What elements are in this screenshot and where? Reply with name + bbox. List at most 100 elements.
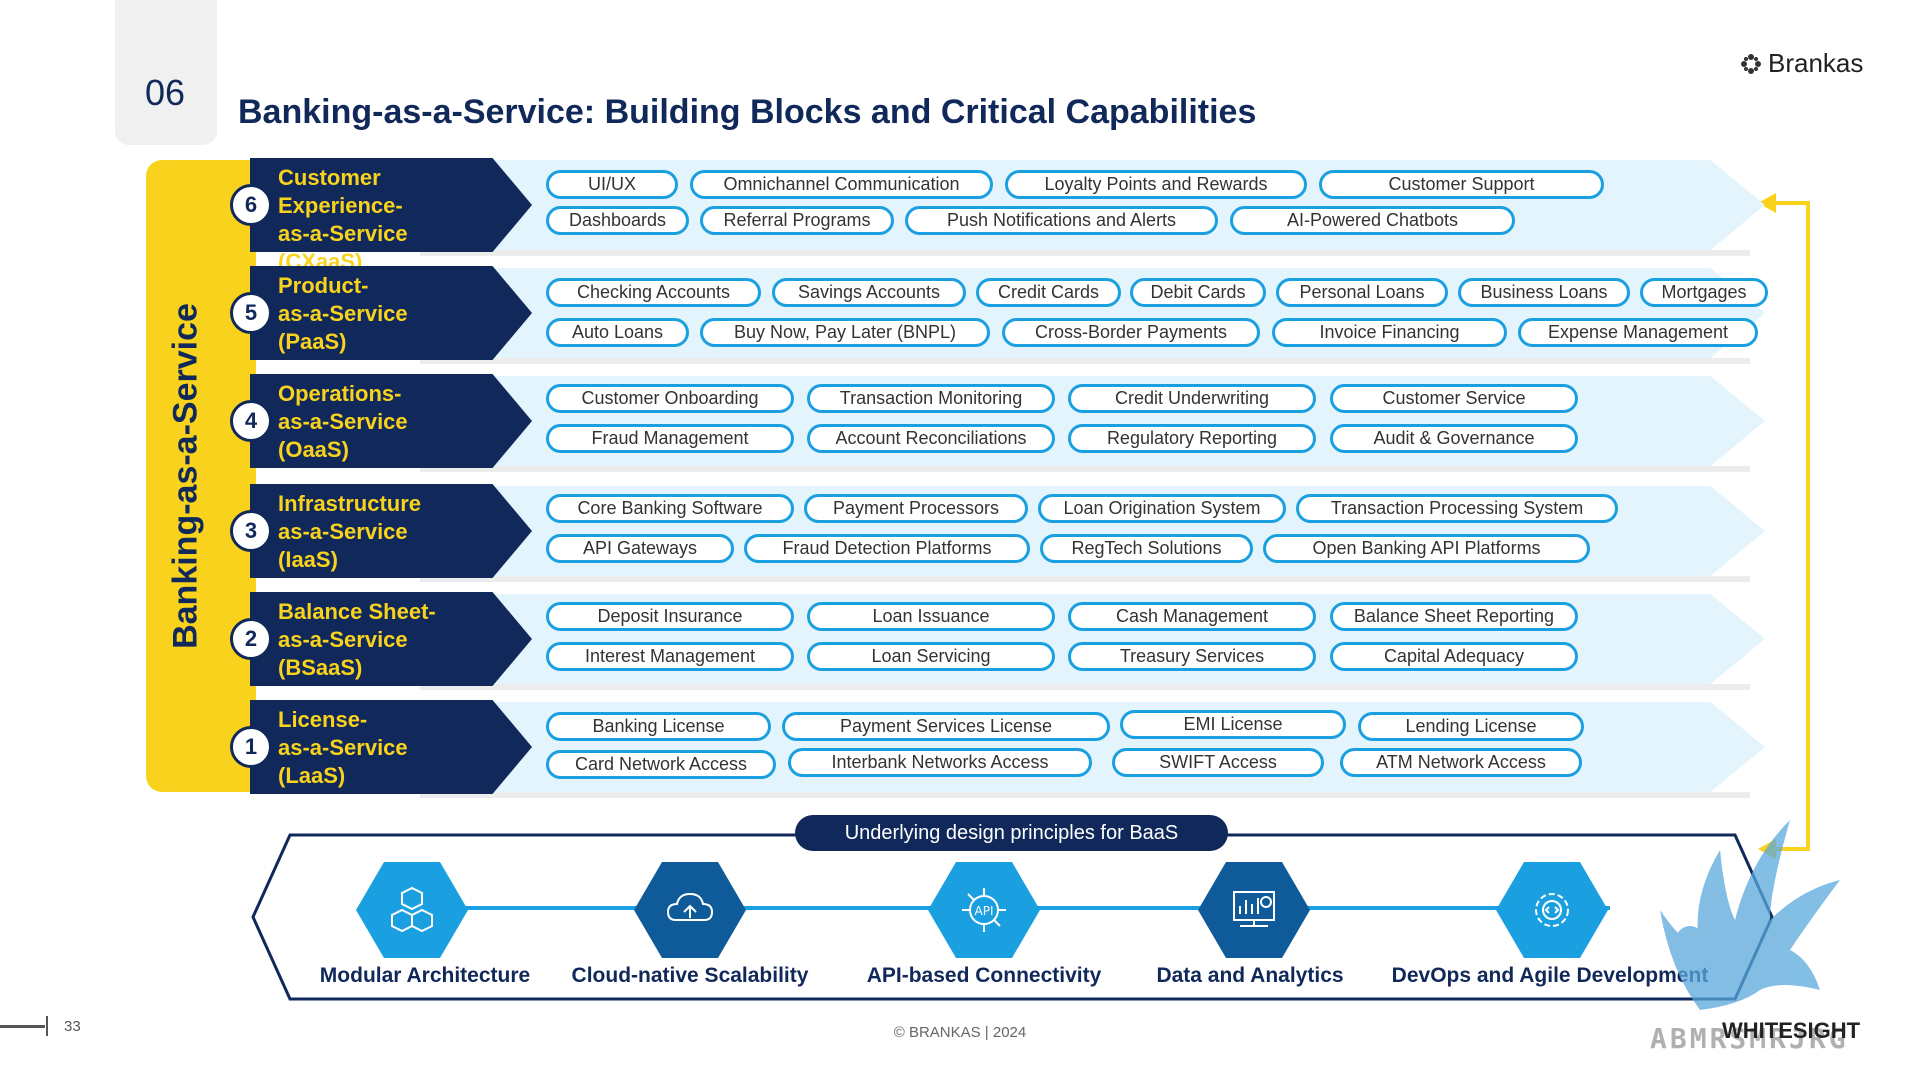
- layer-head: [250, 266, 532, 360]
- capability-pill: Dashboards: [546, 206, 689, 235]
- capability-pill: Referral Programs: [700, 206, 894, 235]
- bird-watermark-icon: [1660, 820, 1840, 1010]
- principle-label: API-based Connectivity: [866, 964, 1102, 987]
- page-number: 33: [64, 1018, 81, 1035]
- capability-pill: Audit & Governance: [1330, 424, 1578, 453]
- layer-title-line: as-a-Service: [278, 519, 408, 544]
- capability-pill: Lending License: [1358, 712, 1584, 741]
- capability-pill: Credit Cards: [976, 278, 1121, 307]
- capability-pill: Buy Now, Pay Later (BNPL): [700, 318, 990, 347]
- capability-pill: Invoice Financing: [1272, 318, 1507, 347]
- layer-cxaas: Customer Experience- as-a-Service (CXaaS…: [230, 158, 1770, 274]
- capability-pill: Loan Issuance: [807, 602, 1055, 631]
- capability-pill: Debit Cards: [1130, 278, 1266, 307]
- layer-title-line: License-: [278, 707, 368, 732]
- layer-title: Balance Sheet- as-a-Service (BSaaS): [278, 598, 498, 682]
- layer-head: [250, 158, 532, 252]
- capability-pill: Core Banking Software: [546, 494, 794, 523]
- capability-pill: Auto Loans: [546, 318, 689, 347]
- layer-title: Product- as-a-Service (PaaS): [278, 272, 498, 356]
- capability-pill: Capital Adequacy: [1330, 642, 1578, 671]
- page-title: Banking-as-a-Service: Building Blocks an…: [238, 93, 1257, 131]
- capability-pill: API Gateways: [546, 534, 734, 563]
- layer-paas: Product- as-a-Service (PaaS) 5 Checking …: [230, 266, 1770, 364]
- layer-title-line: as-a-Service: [278, 735, 408, 760]
- layer-number: 3: [230, 510, 272, 552]
- capability-pill: EMI License: [1120, 710, 1346, 739]
- capability-pill: Deposit Insurance: [546, 602, 794, 631]
- capability-pill: Open Banking API Platforms: [1263, 534, 1590, 563]
- layer-title-line: as-a-Service: [278, 409, 408, 434]
- principle-label: Data and Analytics: [1156, 964, 1344, 987]
- section-number: 06: [145, 72, 186, 113]
- capability-pill: Credit Underwriting: [1068, 384, 1316, 413]
- capability-pill: Transaction Processing System: [1296, 494, 1618, 523]
- capability-pill: Savings Accounts: [772, 278, 966, 307]
- layer-shadow: [420, 684, 1750, 690]
- principle-label: Cloud-native Scalability: [571, 964, 809, 987]
- svg-text:API: API: [975, 904, 994, 918]
- layer-number: 6: [230, 184, 272, 226]
- principle-label: DevOps and Agile Development: [1391, 964, 1709, 987]
- capability-pill: Card Network Access: [546, 750, 776, 779]
- layer-title: Customer Experience- as-a-Service (CXaaS…: [278, 164, 498, 276]
- capability-pill: Fraud Detection Platforms: [744, 534, 1030, 563]
- brand-name: Brankas: [1768, 48, 1864, 78]
- capability-pill: Mortgages: [1640, 278, 1768, 307]
- arrow-head-icon: [1758, 193, 1776, 213]
- layer-title-line: Balance Sheet-: [278, 599, 436, 624]
- feedback-arrow-top: [1760, 201, 1808, 205]
- capability-pill: Cash Management: [1068, 602, 1316, 631]
- analytics-icon: [1233, 891, 1275, 927]
- capability-pill: Regulatory Reporting: [1068, 424, 1316, 453]
- section-tab: [115, 0, 217, 145]
- brankas-logo-icon: [1741, 53, 1761, 74]
- layer-number: 2: [230, 618, 272, 660]
- capability-pill: Banking License: [546, 712, 771, 741]
- layer-shadow: [420, 792, 1750, 798]
- capability-pill: RegTech Solutions: [1040, 534, 1253, 563]
- capability-pill: Balance Sheet Reporting: [1330, 602, 1578, 631]
- layer-iaas: Infrastructure as-a-Service (IaaS) 3 Cor…: [230, 484, 1770, 582]
- cloud-icon: [666, 892, 714, 921]
- brand-logo: Brankas: [1740, 48, 1863, 79]
- page-number-tick: [46, 1016, 48, 1036]
- capability-pill: Cross-Border Payments: [1002, 318, 1260, 347]
- layer-head: [250, 484, 532, 578]
- principle-label: Modular Architecture: [319, 964, 531, 987]
- baas-side-label: Banking-as-a-Service: [166, 303, 205, 649]
- capability-pill: Payment Services License: [782, 712, 1110, 741]
- footer-copyright: © BRANKAS | 2024: [893, 1024, 1027, 1041]
- capability-pill: SWIFT Access: [1112, 748, 1324, 777]
- layer-title-line: Operations-: [278, 381, 402, 406]
- capability-pill: Loan Servicing: [807, 642, 1055, 671]
- capability-pill: AI-Powered Chatbots: [1230, 206, 1515, 235]
- capability-pill: Personal Loans: [1276, 278, 1448, 307]
- capability-pill: Expense Management: [1518, 318, 1758, 347]
- capability-pill: ATM Network Access: [1340, 748, 1582, 777]
- layer-title: Infrastructure as-a-Service (IaaS): [278, 490, 498, 574]
- layer-head: [250, 700, 532, 794]
- layer-title-line: (IaaS): [278, 547, 338, 572]
- layer-title-line: (OaaS): [278, 437, 349, 462]
- layer-head: [250, 374, 532, 468]
- layer-title-line: Infrastructure: [278, 491, 422, 516]
- layer-shadow: [420, 466, 1750, 472]
- capability-pill: Customer Onboarding: [546, 384, 794, 413]
- hex-cloud: [634, 862, 746, 958]
- layer-title-line: (PaaS): [278, 329, 347, 354]
- layer-title: Operations- as-a-Service (OaaS): [278, 380, 498, 464]
- capability-pill: Loyalty Points and Rewards: [1005, 170, 1307, 199]
- layer-title: License- as-a-Service (LaaS): [278, 706, 498, 790]
- layer-number: 1: [230, 726, 272, 768]
- layer-shadow: [420, 576, 1750, 582]
- capability-pill: UI/UX: [546, 170, 678, 199]
- capability-pill: Account Reconciliations: [807, 424, 1055, 453]
- capability-pill: Checking Accounts: [546, 278, 761, 307]
- capability-pill: Transaction Monitoring: [807, 384, 1055, 413]
- layer-shadow: [420, 358, 1750, 364]
- capability-pill: Push Notifications and Alerts: [905, 206, 1218, 235]
- devops-gear-icon: [1535, 893, 1569, 927]
- api-icon: API: [962, 888, 1006, 932]
- baas-side-bar: [146, 160, 256, 792]
